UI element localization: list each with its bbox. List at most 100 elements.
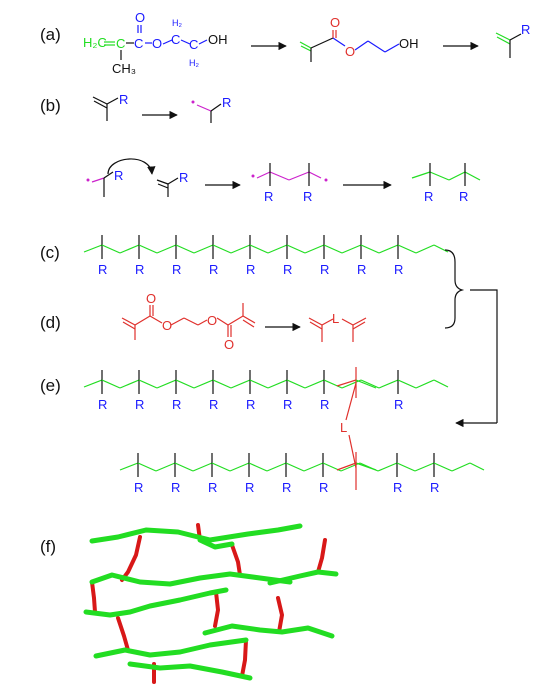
- r-label-b7: R: [424, 189, 433, 204]
- chain-bond: [267, 244, 288, 254]
- r-group-label: R: [357, 262, 366, 277]
- r-group-label: R: [320, 397, 329, 412]
- chain-bond: [433, 244, 449, 253]
- chain-bond: [378, 379, 399, 389]
- chain-bond: [397, 244, 417, 254]
- chain-bond: [211, 462, 231, 472]
- r-group-label: R: [245, 480, 254, 495]
- chain-bond: [174, 462, 194, 472]
- chain-bond: [433, 379, 449, 388]
- hema-skeletal-structure: [299, 30, 400, 62]
- skeletal-oh: OH: [399, 36, 419, 51]
- chain-bond: [451, 462, 471, 472]
- r-group-label: R: [98, 262, 107, 277]
- chain-bond: [138, 244, 158, 254]
- chain-bond: [212, 379, 232, 389]
- r-label-b2: R: [222, 95, 231, 110]
- chain-bond: [229, 462, 250, 472]
- r-group-label: R: [172, 262, 181, 277]
- panel-label-b: (b): [40, 96, 61, 115]
- r-group-label: R: [98, 397, 107, 412]
- r-label-a: R: [521, 22, 530, 37]
- r-group-label: R: [283, 397, 292, 412]
- chain-bond: [397, 379, 417, 389]
- panel-label-c: (c): [40, 243, 60, 262]
- chain-bond: [175, 244, 195, 254]
- chain-bond: [230, 379, 251, 389]
- chain-bond: [155, 462, 176, 472]
- dimer-product: [411, 163, 481, 186]
- egdma-o-3: O: [207, 313, 217, 328]
- chain-bond: [286, 244, 306, 254]
- chain-bond: [249, 244, 269, 254]
- egdma-o-4: O: [224, 337, 234, 352]
- chain-bond: [303, 462, 324, 472]
- r-group-label: R: [320, 262, 329, 277]
- h2c-label: H₂C: [83, 35, 107, 50]
- network-chain: [93, 637, 249, 659]
- radical-monomer-b1: [196, 103, 222, 123]
- r-label-b8: R: [459, 189, 468, 204]
- network-link: [276, 596, 284, 634]
- chain-bond: [433, 462, 453, 472]
- panel-label-a: (a): [40, 25, 61, 44]
- r-group-label: R: [135, 397, 144, 412]
- chain-bond: [249, 379, 269, 389]
- r-label-b6: R: [303, 189, 312, 204]
- brace-c-d: [444, 249, 465, 329]
- l-label-e: L: [340, 420, 347, 435]
- ester-oxygen-label: O: [152, 36, 162, 51]
- chain-bond: [414, 462, 435, 472]
- network-link: [116, 616, 130, 652]
- ch2-oh-bond: [198, 39, 208, 45]
- chain-bond: [285, 462, 305, 472]
- propagation-reactants: [91, 158, 179, 197]
- network-link: [120, 535, 142, 582]
- network-chain: [267, 569, 339, 586]
- connector-arrow-path: [470, 289, 498, 423]
- monomer-simplified: [495, 32, 522, 58]
- carbonyl-carbon-label: C: [134, 36, 143, 51]
- egdma-o-1: O: [146, 291, 156, 306]
- network-link: [90, 580, 97, 614]
- r-group-label: R: [209, 397, 218, 412]
- chain-bond: [156, 244, 177, 254]
- r-group-label: R: [172, 397, 181, 412]
- chain-bond: [304, 379, 325, 389]
- chain-bond: [83, 244, 103, 253]
- panel-label-f: (f): [40, 537, 56, 556]
- chain-bond: [119, 244, 140, 254]
- chain-bond: [378, 244, 399, 254]
- chain-bond: [156, 379, 177, 389]
- ch3-label: CH₃: [112, 61, 136, 76]
- r-group-label: R: [208, 480, 217, 495]
- crosslinker-simplified: [308, 317, 367, 342]
- ester-ch2-bond: [162, 39, 173, 45]
- chain-bond: [304, 244, 325, 254]
- chain-bond: [230, 244, 251, 254]
- network-chain: [197, 537, 235, 550]
- chain-bond: [119, 379, 140, 389]
- r-group-label: R: [430, 480, 439, 495]
- chain-bond: [286, 379, 306, 389]
- chain-bond: [193, 244, 214, 254]
- egdma-o-2: O: [162, 318, 172, 333]
- r-label-b3: R: [114, 168, 123, 183]
- chain-bond: [101, 244, 121, 254]
- chain-bond: [83, 379, 103, 388]
- chain-bond: [138, 379, 158, 389]
- crosslink-bridge: [336, 367, 377, 490]
- r-group-label: R: [134, 480, 143, 495]
- ch2-ch2-bond: [180, 39, 191, 45]
- chain-bond: [193, 379, 214, 389]
- network-link: [213, 590, 220, 628]
- h2-top-label: H₂: [172, 18, 182, 28]
- chain-bond: [396, 462, 416, 472]
- chain-bond: [248, 462, 268, 472]
- chain-bond: [212, 244, 232, 254]
- hema-full-structure: H₂C C CH₃ C O O C H₂ C H₂ OH: [83, 10, 228, 76]
- ch2-1-label: C: [171, 32, 180, 47]
